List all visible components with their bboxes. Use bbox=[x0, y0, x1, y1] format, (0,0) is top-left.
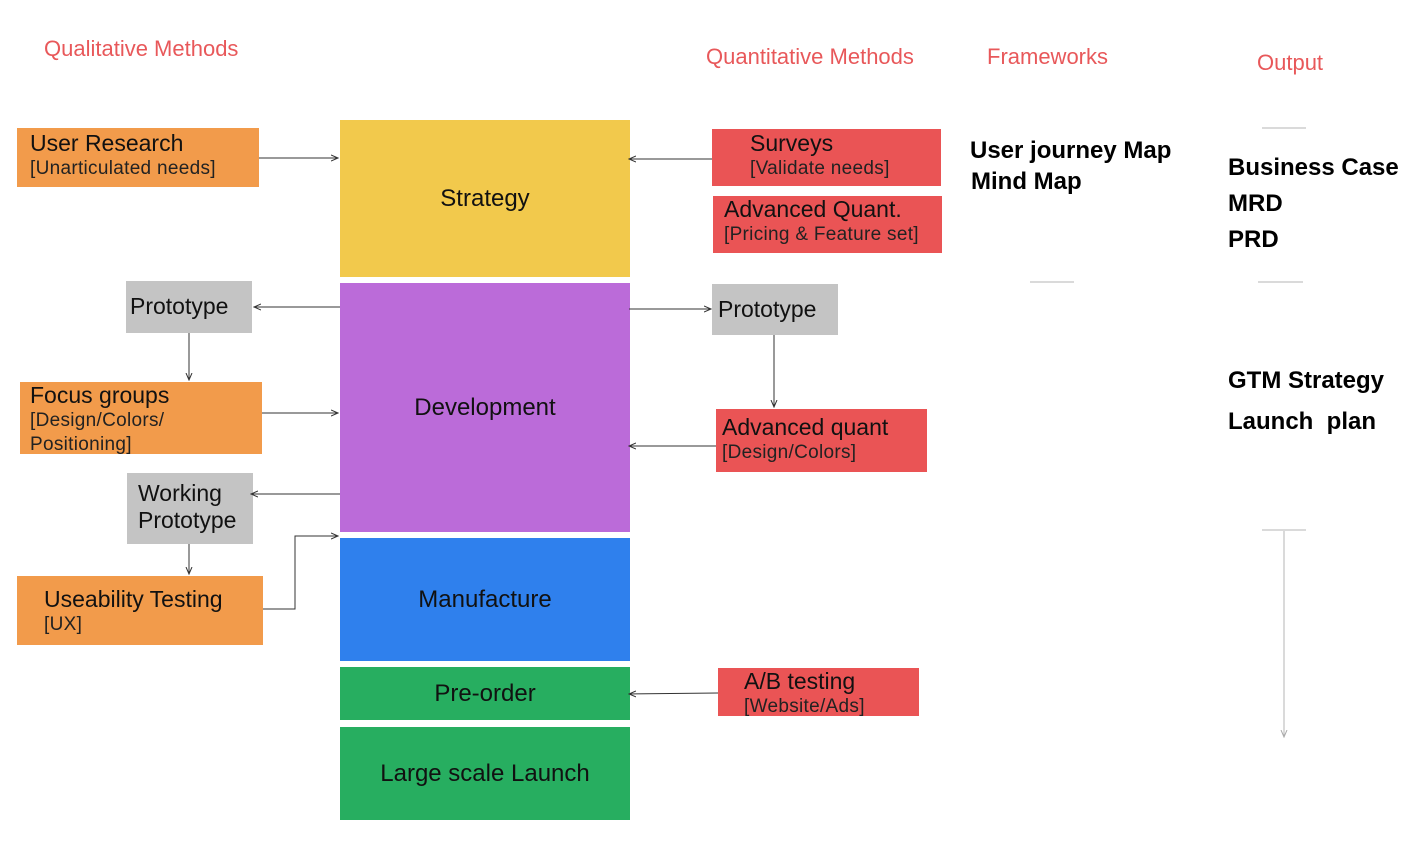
focus-groups-sub2: Positioning] bbox=[30, 434, 132, 455]
surveys-sub: [Validate needs] bbox=[750, 158, 890, 179]
focus-groups-box: Focus groups [Design/Colors/ Positioning… bbox=[20, 382, 262, 455]
advanced-quant-title: Advanced Quant. bbox=[724, 196, 902, 222]
user-research-box: User Research [Unarticulated needs] bbox=[17, 128, 259, 187]
ab-testing-box: A/B testing [Website/Ads] bbox=[718, 668, 919, 717]
output-business-case: Business Case bbox=[1228, 154, 1399, 181]
stage-strategy-label: Strategy bbox=[440, 184, 530, 212]
stage-preorder-label: Pre-order bbox=[434, 679, 536, 707]
frameworks-mind-map: Mind Map bbox=[971, 168, 1082, 195]
user-research-title: User Research bbox=[30, 130, 184, 156]
usability-testing-title: Useability Testing bbox=[44, 586, 223, 612]
stage-launch: Large scale Launch bbox=[340, 727, 630, 820]
stage-preorder: Pre-order bbox=[340, 667, 630, 720]
stage-development: Development bbox=[340, 283, 630, 532]
surveys-title: Surveys bbox=[750, 130, 834, 156]
quantitative-methods-header: Quantitative Methods bbox=[706, 44, 914, 69]
advanced-quant-design-sub: [Design/Colors] bbox=[722, 442, 857, 463]
output-launch-plan: Launch plan bbox=[1228, 408, 1377, 435]
qual-prototype-box: Prototype bbox=[126, 281, 252, 333]
qualitative-methods-header: Qualitative Methods bbox=[44, 36, 239, 61]
working-prototype-box: Working Prototype bbox=[127, 473, 253, 544]
advanced-quant-sub: [Pricing & Feature set] bbox=[724, 224, 919, 245]
quant-prototype-label: Prototype bbox=[718, 296, 817, 322]
frameworks-user-journey-map: User journey Map bbox=[970, 137, 1172, 164]
working-prototype-line2: Prototype bbox=[138, 507, 237, 533]
advanced-quant-design-title: Advanced quant bbox=[722, 414, 889, 440]
qual-prototype-label: Prototype bbox=[130, 293, 229, 319]
advanced-quant-design-box: Advanced quant [Design/Colors] bbox=[716, 409, 927, 472]
user-research-sub: [Unarticulated needs] bbox=[30, 158, 216, 179]
surveys-box: Surveys [Validate needs] bbox=[712, 129, 941, 186]
stage-manufacture-label: Manufacture bbox=[418, 585, 552, 613]
output-gtm-strategy: GTM Strategy bbox=[1228, 367, 1385, 394]
usability-testing-sub: [UX] bbox=[44, 614, 83, 635]
quant-prototype-box: Prototype bbox=[712, 284, 838, 335]
output-mrd: MRD bbox=[1228, 190, 1283, 217]
stage-development-label: Development bbox=[414, 393, 556, 421]
ab-testing-sub: [Website/Ads] bbox=[744, 696, 865, 717]
advanced-quant-box: Advanced Quant. [Pricing & Feature set] bbox=[713, 196, 942, 253]
ab-testing-title: A/B testing bbox=[744, 668, 856, 694]
working-prototype-line1: Working bbox=[138, 480, 222, 506]
focus-groups-sub1: [Design/Colors/ bbox=[30, 410, 165, 431]
arrow-usability-to-manufacture bbox=[263, 536, 338, 610]
focus-groups-title: Focus groups bbox=[30, 382, 170, 408]
arrow-ab-testing-to-preorder bbox=[629, 693, 719, 694]
stage-strategy: Strategy bbox=[340, 120, 630, 277]
frameworks-header: Frameworks bbox=[987, 44, 1109, 69]
stage-launch-label: Large scale Launch bbox=[380, 759, 590, 787]
usability-testing-box: Useability Testing [UX] bbox=[17, 576, 263, 645]
stage-manufacture: Manufacture bbox=[340, 538, 630, 661]
output-prd: PRD bbox=[1228, 226, 1279, 253]
output-header: Output bbox=[1257, 50, 1324, 75]
